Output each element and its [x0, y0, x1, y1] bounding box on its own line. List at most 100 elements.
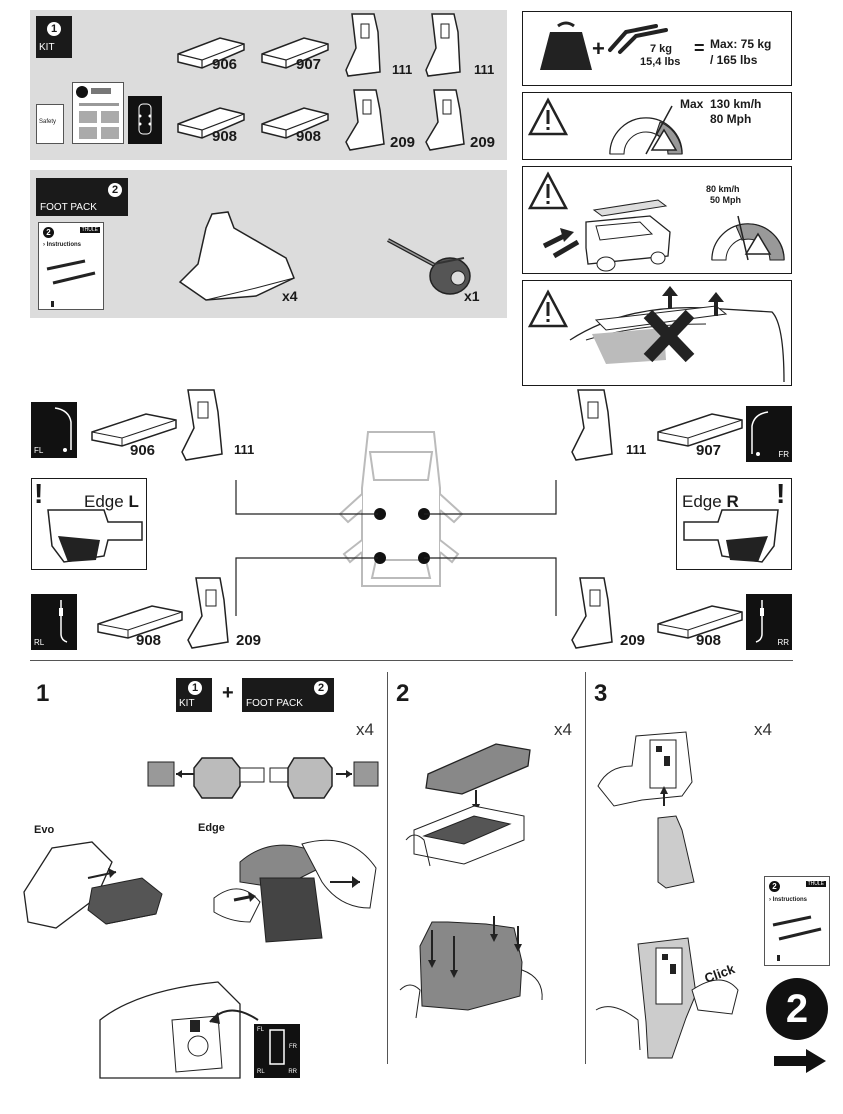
foot-209a-icon: [345, 89, 385, 151]
foot-111-fl-icon: [181, 389, 223, 461]
edge-right-side: R: [726, 492, 739, 511]
step1-footpack-label: FOOT PACK: [246, 698, 303, 709]
speedometer-icon: [609, 105, 683, 155]
edge-right-label: Edge R: [682, 492, 739, 512]
position-leader-lines: [235, 480, 557, 616]
edge-left-warning: !: [34, 478, 44, 509]
next-instructions-number: 2: [769, 881, 780, 892]
car-top-icon: [138, 103, 152, 135]
next-arrow-icon[interactable]: [772, 1048, 828, 1074]
step1-kit-label: KIT: [179, 698, 195, 709]
next-step-badge[interactable]: 2: [766, 978, 828, 1040]
corner-rr-label: RR: [777, 638, 789, 647]
load-weight-lbs: 15,4 lbs: [640, 56, 681, 68]
step-divider-1: [387, 672, 388, 1064]
pad-908-rr-code: 908: [696, 632, 722, 649]
pad-906-fl-code: 906: [130, 442, 156, 459]
footpack-badge-label: FOOT PACK: [40, 202, 97, 213]
foot-111-fr-icon: [571, 389, 613, 461]
foot-111-fr-code: 111: [626, 442, 647, 457]
footpack-instructions-label: › Instructions: [43, 242, 82, 248]
next-instructions-brand: THULE: [805, 881, 826, 887]
foot-111b-code: 111: [474, 62, 495, 77]
roof-rack-icon: [608, 24, 668, 54]
step1-corner-fr: FR: [289, 1044, 297, 1050]
pad-908-rr-icon: [657, 605, 743, 639]
edge-right-text: Edge: [682, 492, 727, 511]
foot-click-illustration: [595, 937, 739, 1059]
step1-edge-label: Edge: [198, 822, 225, 834]
pad-907-fr-code: 907: [696, 442, 722, 459]
foot-209b-icon: [425, 89, 465, 151]
lock-key-icon: [387, 238, 471, 295]
kit-badge-label: KIT: [39, 42, 55, 53]
pad-906-code: 906: [212, 56, 238, 73]
corner-rl-label: RL: [34, 638, 45, 647]
foot-insert-illustration: [597, 731, 695, 889]
corner-fl: FL: [31, 402, 77, 458]
step1-kit-number: 1: [188, 681, 202, 695]
step-divider-2: [585, 672, 586, 1064]
step1-corner-rr: RR: [288, 1069, 297, 1075]
next-instructions-label: › Instructions: [769, 897, 808, 903]
step3-mult: x4: [754, 720, 772, 739]
corner-rr: RR: [746, 594, 792, 650]
foot-disassembly-illustration: [147, 757, 379, 799]
pad-count: x4: [282, 288, 298, 304]
load-max: Max: 75 kg: [710, 37, 772, 51]
speed-kmh: 130 km/h: [710, 97, 762, 111]
foot-209-rr-code: 209: [620, 632, 646, 649]
warning-triangle-icon: [527, 289, 569, 328]
rubber-pad-icon: [178, 211, 295, 301]
footpack-instructions-number: 2: [43, 227, 54, 238]
step1-footpack-number: 2: [314, 681, 328, 695]
foot-209-rl-code: 209: [236, 632, 262, 649]
step1-kit-badge: 1 KIT: [176, 678, 212, 712]
edge-left-label: Edge L: [84, 492, 139, 512]
key-count: x1: [464, 288, 480, 304]
evo-foot-illustration: [23, 841, 163, 929]
door-icon: [755, 600, 764, 643]
safety-booklet-label: Safety: [39, 119, 57, 125]
pad-908-rl-code: 908: [136, 632, 162, 649]
corner-fr-label: FR: [778, 450, 789, 459]
step-3-number: 3: [594, 680, 608, 707]
instruction-sheet-icon: [76, 86, 119, 139]
door-icon: [59, 600, 68, 643]
safety-booklet: Safety: [36, 104, 64, 144]
next-instructions-sheet: 2 THULE › Instructions: [764, 876, 830, 966]
foot-209-rr-icon: [571, 577, 613, 649]
footpack-instructions-sheet: 2 THULE › Instructions: [38, 222, 104, 310]
footpack-badge-number: 2: [108, 183, 122, 197]
drive-speed-mph: 50 Mph: [710, 195, 742, 205]
pad-906-fl-icon: [91, 413, 177, 447]
load-max-lbs: / 165 lbs: [710, 53, 758, 67]
foot-209a-code: 209: [390, 134, 416, 151]
step-2-number: 2: [396, 680, 410, 707]
roof-bars-icon: [772, 915, 822, 961]
pad-906-icon: [177, 37, 245, 69]
pad-908a-icon: [177, 107, 245, 139]
edge-left-side: L: [128, 492, 139, 511]
pad-908b-icon: [261, 107, 329, 139]
pad-908-rl-icon: [97, 605, 183, 639]
pad-908b-code: 908: [296, 128, 322, 145]
foot-111-fl-code: 111: [234, 442, 255, 457]
footpack-instructions-brand: THULE: [79, 227, 100, 233]
next-step-number: 2: [785, 987, 809, 1031]
kit-badge: 1 KIT: [36, 16, 72, 58]
step1-corner-fl: FL: [257, 1027, 265, 1033]
step1-corner-rl: RL: [257, 1069, 265, 1075]
warning-triangle-icon: [527, 171, 569, 210]
step1-plus: +: [222, 682, 234, 704]
load-weight-kg: 7 kg: [650, 43, 673, 55]
step1-corner-diagram: FL FR RL RR: [254, 1024, 300, 1078]
load-plus: +: [592, 36, 605, 61]
section-divider: [30, 660, 793, 661]
foot-111a-icon: [345, 13, 381, 77]
speedometer-icon: [711, 215, 785, 261]
foot-111b-icon: [425, 13, 461, 77]
pad-907-icon: [261, 37, 329, 69]
weight-icon: [540, 21, 592, 70]
edge-right-warning: !: [776, 478, 786, 509]
